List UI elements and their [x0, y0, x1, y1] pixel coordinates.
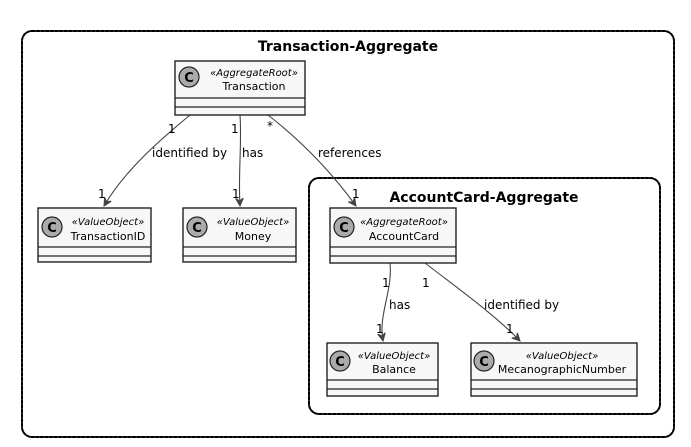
package-title-inner: AccountCard-Aggregate [389, 190, 578, 206]
package-transaction-aggregate: Transaction-Aggregate [21, 30, 675, 438]
class-transaction-id[interactable]: C «ValueObject» TransactionID [37, 207, 152, 263]
source-multiplicity: 1 [422, 276, 430, 290]
relation-card-has-balance: 1 has 1 [376, 262, 410, 341]
class-money[interactable]: C «ValueObject» Money [182, 207, 297, 263]
class-stereotype: «ValueObject» [526, 351, 599, 362]
relation-card-identified-by: 1 identified by 1 [422, 262, 559, 341]
class-name: AccountCard [369, 230, 439, 243]
source-multiplicity: * [267, 119, 273, 133]
relation-label: has [389, 298, 410, 312]
class-icon [186, 216, 208, 238]
class-box [470, 342, 638, 397]
class-icon [333, 216, 355, 238]
relation-line [239, 114, 240, 206]
relation-label: has [242, 146, 263, 160]
target-multiplicity: 1 [98, 187, 106, 201]
relation-label: identified by [484, 298, 559, 312]
class-name: Money [235, 230, 272, 243]
relation-label: references [318, 146, 382, 160]
class-account-card[interactable]: C «AggregateRoot» AccountCard [329, 207, 457, 264]
class-icon [329, 350, 351, 372]
source-multiplicity: 1 [168, 122, 176, 136]
target-multiplicity: 1 [376, 322, 384, 336]
target-multiplicity: 1 [506, 322, 514, 336]
class-stereotype: «AggregateRoot» [210, 68, 298, 79]
source-multiplicity: 1 [382, 276, 390, 290]
relation-line [267, 114, 356, 206]
class-icon-letter: C [184, 71, 194, 86]
class-name: Balance [372, 363, 416, 376]
class-mecanographic-number[interactable]: C «ValueObject» MecanographicNumber [470, 342, 638, 397]
package-frame-outer [21, 30, 675, 438]
class-stereotype: «ValueObject» [217, 217, 290, 228]
target-multiplicity: 1 [232, 187, 240, 201]
class-icon [473, 350, 495, 372]
relation-line [382, 262, 391, 341]
relation-line [104, 114, 191, 206]
relation-transaction-identified-by: 1 identified by 1 [98, 114, 227, 206]
class-stereotype: «ValueObject» [72, 217, 145, 228]
package-title-outer: Transaction-Aggregate [258, 39, 438, 55]
class-name: MecanographicNumber [498, 363, 627, 376]
relation-transaction-references-card: * references 1 [267, 114, 382, 206]
source-multiplicity: 1 [231, 122, 239, 136]
class-icon [178, 66, 200, 88]
class-box [329, 207, 457, 264]
class-icon-letter: C [479, 355, 489, 370]
class-stereotype: «AggregateRoot» [360, 217, 448, 228]
package-accountcard-aggregate: AccountCard-Aggregate [308, 177, 661, 415]
class-icon-letter: C [47, 221, 57, 236]
relation-line [424, 262, 520, 341]
class-name: TransactionID [70, 230, 146, 243]
class-icon-letter: C [335, 355, 345, 370]
class-balance[interactable]: C «ValueObject» Balance [326, 342, 439, 397]
class-name: Transaction [222, 80, 286, 93]
class-icon-letter: C [192, 221, 202, 236]
class-transaction[interactable]: C «AggregateRoot» Transaction [174, 60, 306, 116]
target-multiplicity: 1 [352, 187, 360, 201]
class-icon [41, 216, 63, 238]
class-icon-letter: C [339, 221, 349, 236]
class-stereotype: «ValueObject» [358, 351, 431, 362]
relation-transaction-has-money: 1 has 1 [231, 114, 263, 206]
relation-label: identified by [152, 146, 227, 160]
package-frame-inner [308, 177, 661, 415]
